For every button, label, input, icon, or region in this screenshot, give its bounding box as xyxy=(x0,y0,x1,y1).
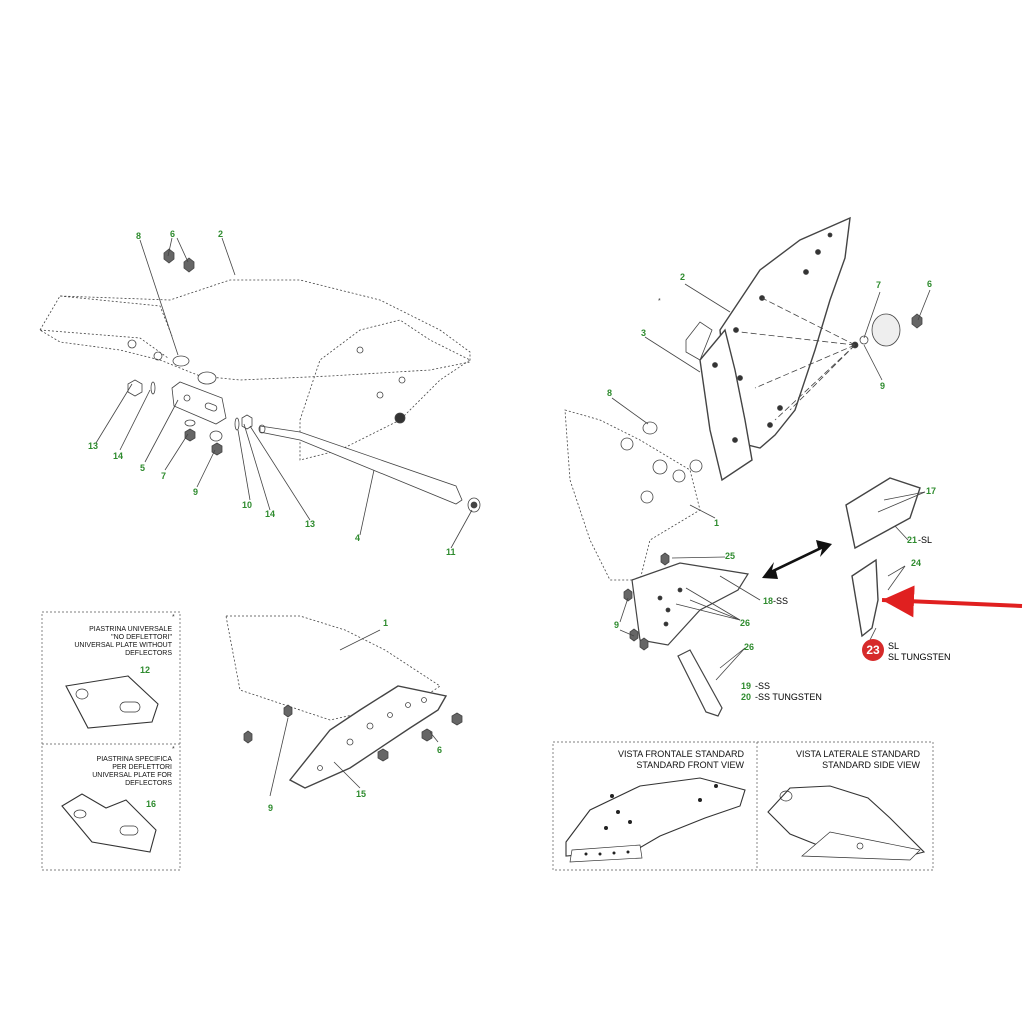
label-6-bottom: 6 xyxy=(437,745,443,755)
label-26-right-a: 26 xyxy=(740,618,751,628)
asterisk-plate-universal: * xyxy=(172,614,175,621)
label-12-plate: 12 xyxy=(140,665,151,675)
label-24-right: 24 xyxy=(911,558,922,568)
label-7-top: 7 xyxy=(161,471,167,481)
label-21-suffix: -SL xyxy=(918,535,933,545)
label-19-right: 19 xyxy=(741,681,752,691)
label-14-top-b: 14 xyxy=(265,509,276,519)
label-2-top: 2 xyxy=(218,229,224,239)
label-8-right: 8 xyxy=(607,388,613,398)
view-boxes xyxy=(552,741,934,871)
label-14-top-a: 14 xyxy=(113,451,124,461)
callout-line-sl: SL xyxy=(888,641,900,651)
label-13-top-b: 13 xyxy=(305,519,316,529)
note-universal-plate: PIASTRINA UNIVERSALE "NO DEFLETTORI" UNI… xyxy=(74,626,172,657)
label-6-top: 6 xyxy=(170,229,176,239)
top-left-assembly xyxy=(39,237,481,549)
label-25-right: 25 xyxy=(725,551,736,561)
label-9-right-a: 9 xyxy=(880,381,886,391)
note-specific-plate: PIASTRINA SPECIFICA PER DEFLETTORI UNIVE… xyxy=(92,756,172,787)
label-15-bottom: 15 xyxy=(356,789,367,799)
label-17-right: 17 xyxy=(926,486,937,496)
swap-double-arrow xyxy=(762,540,832,579)
plate-boxes xyxy=(41,611,181,871)
label-5-top: 5 xyxy=(140,463,146,473)
label-3-right: 3 xyxy=(641,328,647,338)
label-1-bottom: 1 xyxy=(383,618,389,628)
label-6-right: 6 xyxy=(927,279,933,289)
label-20-suffix: -SS TUNGSTEN xyxy=(755,692,822,702)
asterisk-plate-specific: * xyxy=(172,746,175,753)
callout-arrow xyxy=(881,585,1023,618)
label-18-right: 18 xyxy=(763,596,774,606)
view-title-side: VISTA LATERALE STANDARD STANDARD SIDE VI… xyxy=(795,749,920,770)
label-26-right-b: 26 xyxy=(744,642,755,652)
label-16-plate: 16 xyxy=(146,799,157,809)
top-right-assembly xyxy=(564,216,931,717)
label-9-bottom: 9 xyxy=(268,803,274,813)
callout-badge-23: 23 xyxy=(862,639,884,661)
label-9-top: 9 xyxy=(193,487,199,497)
label-7-right: 7 xyxy=(876,280,882,290)
callout-line-sl-tungsten: SL TUNGSTEN xyxy=(888,652,951,662)
bottom-center-assembly xyxy=(225,615,463,797)
label-10-top: 10 xyxy=(242,500,253,510)
label-13-top-a: 13 xyxy=(88,441,99,451)
label-8-top: 8 xyxy=(136,231,142,241)
label-2-right: 2 xyxy=(680,272,686,282)
label-18-suffix: -SS xyxy=(773,596,789,606)
label-1-right: 1 xyxy=(714,518,720,528)
asterisk-right: * xyxy=(658,298,661,305)
label-9-right-b: 9 xyxy=(614,620,620,630)
label-11-top: 11 xyxy=(446,547,456,557)
label-19-suffix: -SS xyxy=(755,681,771,691)
view-title-front: VISTA FRONTALE STANDARD STANDARD FRONT V… xyxy=(617,749,744,770)
label-4-top: 4 xyxy=(355,533,361,543)
label-20-right: 20 xyxy=(741,692,752,702)
label-21-right: 21 xyxy=(907,535,918,545)
